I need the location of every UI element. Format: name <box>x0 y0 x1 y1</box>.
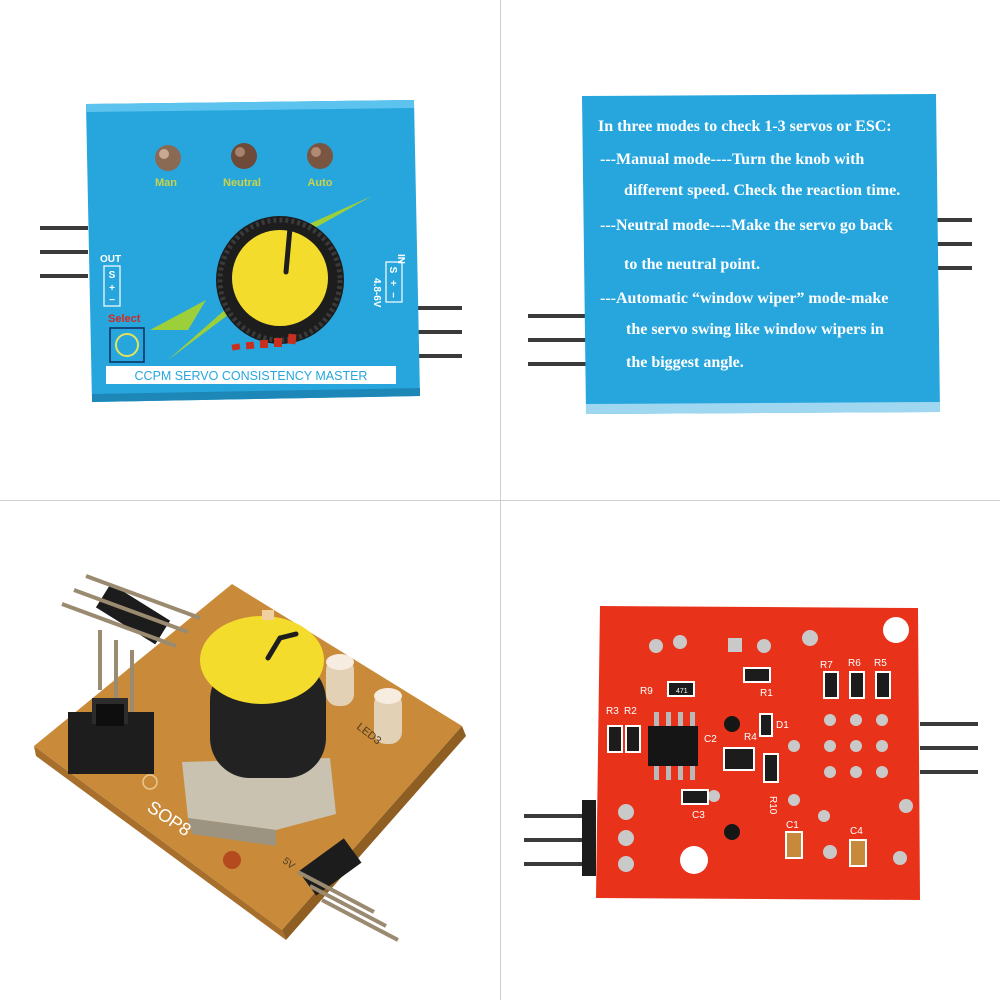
pcb-top-photo: SOP8 LED3 5V <box>34 574 466 942</box>
in-pin-plus: + <box>387 280 398 286</box>
sop8-chip <box>648 712 698 780</box>
label-r4: R4 <box>744 732 757 743</box>
label-c3: C3 <box>692 810 705 821</box>
right-pins <box>920 722 978 774</box>
back-case-edge <box>586 402 940 414</box>
front-photo: Man Neutral Auto OUT S + <box>40 100 462 402</box>
power-header-pins <box>297 838 399 942</box>
led-label-auto: Auto <box>307 177 332 189</box>
label-c1: C1 <box>786 820 799 831</box>
out-pin-box <box>103 265 121 307</box>
label-r3: R3 <box>606 706 619 717</box>
panel-pcb-bottom: 471 R7 R6 R5 R9 R1 R3 R2 D1 C2 R4 R10 C3… <box>500 500 1000 1000</box>
solder-pads <box>618 630 913 872</box>
in-header-pins <box>412 306 462 358</box>
out-pin-minus: − <box>109 295 115 306</box>
led-label-neutral: Neutral <box>223 177 261 189</box>
label-r5: R5 <box>874 658 887 669</box>
label-d1: D1 <box>776 720 789 731</box>
label-c2: C2 <box>704 734 717 745</box>
panel-back: In three modes to check 1-3 servos or ES… <box>500 0 1000 500</box>
label-r6: R6 <box>848 658 861 669</box>
back-case <box>582 94 940 414</box>
banner-text: CCPM SERVO CONSISTENCY MASTER <box>135 369 368 383</box>
led-label-man: Man <box>155 177 177 189</box>
corner-hole-bottom <box>680 846 708 874</box>
out-label: OUT <box>100 254 121 265</box>
back-out-pins <box>528 314 586 366</box>
label-r1: R1 <box>760 688 773 699</box>
select-button-frame <box>109 327 145 363</box>
pcb-bottom-photo: 471 R7 R6 R5 R9 R1 R3 R2 D1 C2 R4 R10 C3… <box>524 606 978 900</box>
pcb-leds <box>262 610 402 744</box>
tactile-button[interactable] <box>68 698 154 774</box>
corner-hole-top <box>883 617 909 643</box>
back-line-8: the biggest angle. <box>626 354 744 371</box>
back-line-5: to the neutral point. <box>624 256 760 273</box>
in-label: IN <box>395 254 406 264</box>
in-pin-s: S <box>387 267 398 274</box>
back-line-4: ---Neutral mode----Make the servo go bac… <box>600 217 893 234</box>
back-line-2: ---Manual mode----Turn the knob with <box>600 151 864 168</box>
label-r2: R2 <box>624 706 637 717</box>
back-line-7: the servo swing like window wipers in <box>626 321 884 338</box>
mounting-hole <box>223 851 241 869</box>
silkscreen-labels: R7 R6 R5 R9 R1 R3 R2 D1 C2 R4 R10 C3 C1 … <box>606 658 887 837</box>
in-voltage-label: 4.8-6V <box>371 278 382 308</box>
left-header-pins <box>61 574 201 716</box>
label-c4: C4 <box>850 826 863 837</box>
panel-front: Man Neutral Auto OUT S + <box>0 0 500 500</box>
banner-strip <box>106 366 396 384</box>
panel-pcb-top: SOP8 LED3 5V <box>0 500 500 1000</box>
smd-code: 471 <box>676 688 688 695</box>
back-line-6: ---Automatic “window wiper” mode-make <box>600 290 888 307</box>
horizontal-divider <box>0 500 1000 501</box>
select-button[interactable] <box>115 333 139 357</box>
out-pin-s: S <box>109 270 116 281</box>
left-pins <box>524 814 592 866</box>
in-pin-minus: − <box>387 292 398 298</box>
select-label: Select <box>108 313 141 325</box>
label-r9: R9 <box>640 686 653 697</box>
label-r10: R10 <box>767 796 778 815</box>
out-pin-plus: + <box>109 283 115 294</box>
yellow-knob[interactable] <box>216 216 344 344</box>
speed-arc <box>231 333 297 351</box>
pcb-yellow-knob[interactable] <box>200 616 324 704</box>
left-header-block <box>582 800 596 876</box>
in-pin-box <box>385 261 403 303</box>
back-line-3: different speed. Check the reaction time… <box>624 182 900 199</box>
red-pcb <box>596 606 920 900</box>
back-photo: In three modes to check 1-3 servos or ES… <box>528 94 972 414</box>
out-header-pins <box>40 226 88 278</box>
smd-components <box>607 667 891 867</box>
back-line-1: In three modes to check 1-3 servos or ES… <box>598 118 892 135</box>
led-indicators <box>155 143 333 171</box>
label-r7: R7 <box>820 660 833 671</box>
